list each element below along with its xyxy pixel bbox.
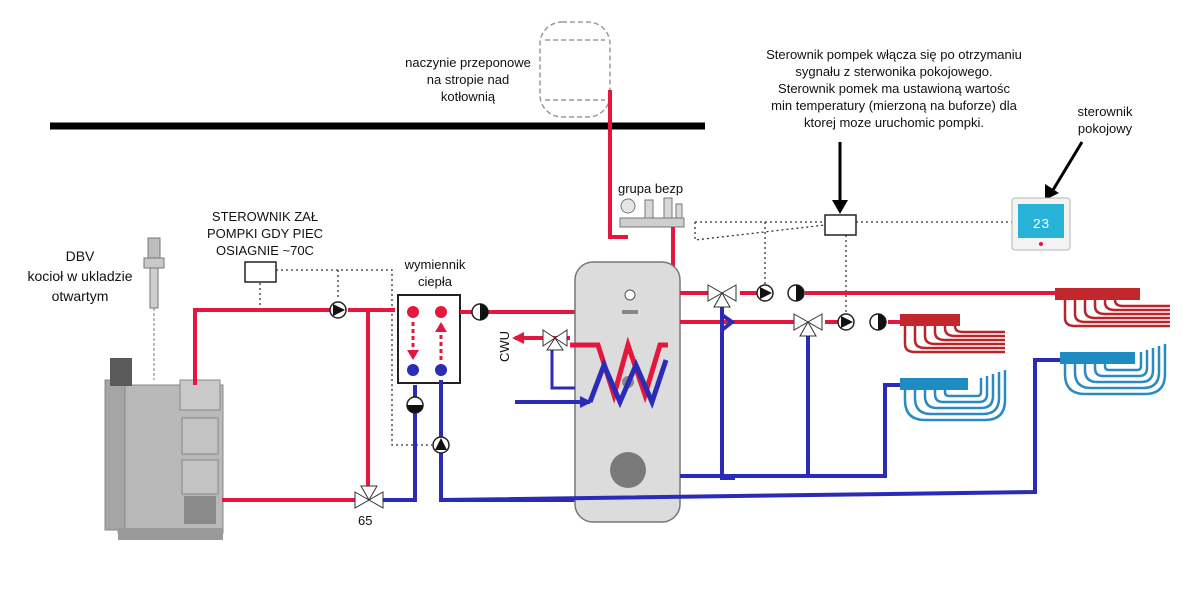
note-arrow-head bbox=[832, 200, 848, 214]
thermometer-circuit2 bbox=[869, 313, 887, 331]
circuit1-mixing-valve bbox=[707, 284, 737, 308]
buffer-tank bbox=[574, 261, 681, 523]
pump-controller-box bbox=[824, 214, 857, 236]
main-return-pipe bbox=[440, 358, 1060, 502]
boiler-loop-pump bbox=[329, 301, 347, 319]
dhw-mix-cold bbox=[550, 345, 575, 390]
boiler-line-1: DBV bbox=[65, 248, 95, 264]
circuit1-pump bbox=[756, 284, 774, 302]
circuit2-mixing-valve bbox=[793, 313, 823, 337]
dhw-coil-cold bbox=[587, 358, 669, 409]
note-line-1: Sterownik pompek włącza się po otrzymani… bbox=[766, 47, 1022, 62]
exchanger-pump bbox=[432, 436, 450, 454]
expansion-vessel bbox=[539, 21, 611, 118]
boiler-pump-controller-line-2: POMPKI GDY PIEC bbox=[206, 226, 324, 241]
thermometer-exchanger-return bbox=[406, 396, 424, 414]
boiler-mixing-valve bbox=[354, 485, 384, 509]
heat-exchanger-label: wymiennik ciepła bbox=[390, 256, 480, 290]
valve-setpoint-label: 65 bbox=[358, 513, 373, 528]
thermometer-exchanger-out bbox=[471, 303, 489, 321]
dbv-valve bbox=[143, 237, 165, 380]
dhw-cold-arrow bbox=[580, 396, 592, 408]
note-line-2: sygnału z sterwonika pokojowego. bbox=[795, 64, 993, 79]
manifold-1 bbox=[900, 314, 1007, 422]
expansion-vessel-label: naczynie przeponowe na stropie nad kotło… bbox=[393, 54, 543, 105]
boiler-pump-controller-box bbox=[244, 261, 277, 283]
room-controller-line-1: sterownik bbox=[1077, 104, 1133, 119]
boiler-pump-controller-line-3: OSIAGNIE ~70C bbox=[216, 243, 314, 258]
boiler-line-3: otwartym bbox=[51, 288, 109, 304]
room-controller-line-2: pokojowy bbox=[1077, 121, 1133, 136]
note-line-5: ktorej moze uruchomic pompki. bbox=[804, 115, 984, 130]
room-controller-label: sterownik pokojowy bbox=[1060, 103, 1150, 137]
room-controller-arrow bbox=[1051, 141, 1084, 191]
circuit2-pump bbox=[837, 313, 855, 331]
expansion-vessel-line-3: kotłownią bbox=[440, 89, 496, 104]
heat-exchanger-line-2: ciepła bbox=[418, 274, 452, 289]
thermometer-circuit1 bbox=[787, 284, 805, 302]
tank-to-exchanger-cold bbox=[439, 380, 578, 502]
dhw-coil-hot bbox=[570, 336, 668, 404]
heat-exchanger-line-1: wymiennik bbox=[404, 257, 466, 272]
safety-group-label: grupa bezp bbox=[618, 181, 684, 196]
note-line-4: min temperatury (mierzoną na buforze) dl… bbox=[771, 98, 1017, 113]
boiler-pump-controller-line-1: STEROWNIK ZAŁ bbox=[211, 209, 319, 224]
note-line-3: Sterownik pomek ma ustawioną wartośc bbox=[778, 81, 1010, 96]
room-controller-arrow-head bbox=[1045, 184, 1059, 200]
circuit2-return-b bbox=[680, 383, 900, 478]
dhw-hot-arrow bbox=[512, 332, 524, 344]
safety-group bbox=[619, 197, 685, 228]
expansion-vessel-line-1: naczynie przeponowe bbox=[405, 55, 531, 70]
manifold-2 bbox=[1055, 288, 1170, 396]
boiler bbox=[104, 358, 224, 540]
circuit1-bridge bbox=[720, 313, 736, 332]
room-thermostat: 23 bbox=[1011, 197, 1071, 251]
exchanger-return-pipe bbox=[378, 385, 417, 502]
expansion-pipe bbox=[608, 90, 628, 239]
boiler-line-2: kocioł w ukladzie bbox=[27, 268, 133, 284]
signal-lines bbox=[259, 221, 1015, 446]
dhw-mixing-valve bbox=[542, 329, 568, 351]
boiler-pump-controller-label: STEROWNIK ZAŁ POMPKI GDY PIEC OSIAGNIE ~… bbox=[200, 208, 330, 259]
boiler-label: DBV kocioł w ukladzie otwartym bbox=[10, 246, 150, 306]
heat-exchanger bbox=[397, 294, 461, 384]
dhw-label: CWU bbox=[497, 330, 512, 362]
thermostat-display: 23 bbox=[1033, 217, 1050, 233]
expansion-vessel-line-2: na stropie nad bbox=[426, 72, 510, 87]
boiler-supply-pipe bbox=[193, 308, 338, 385]
pump-controller-note: Sterownik pompek włącza się po otrzymani… bbox=[724, 46, 1064, 131]
